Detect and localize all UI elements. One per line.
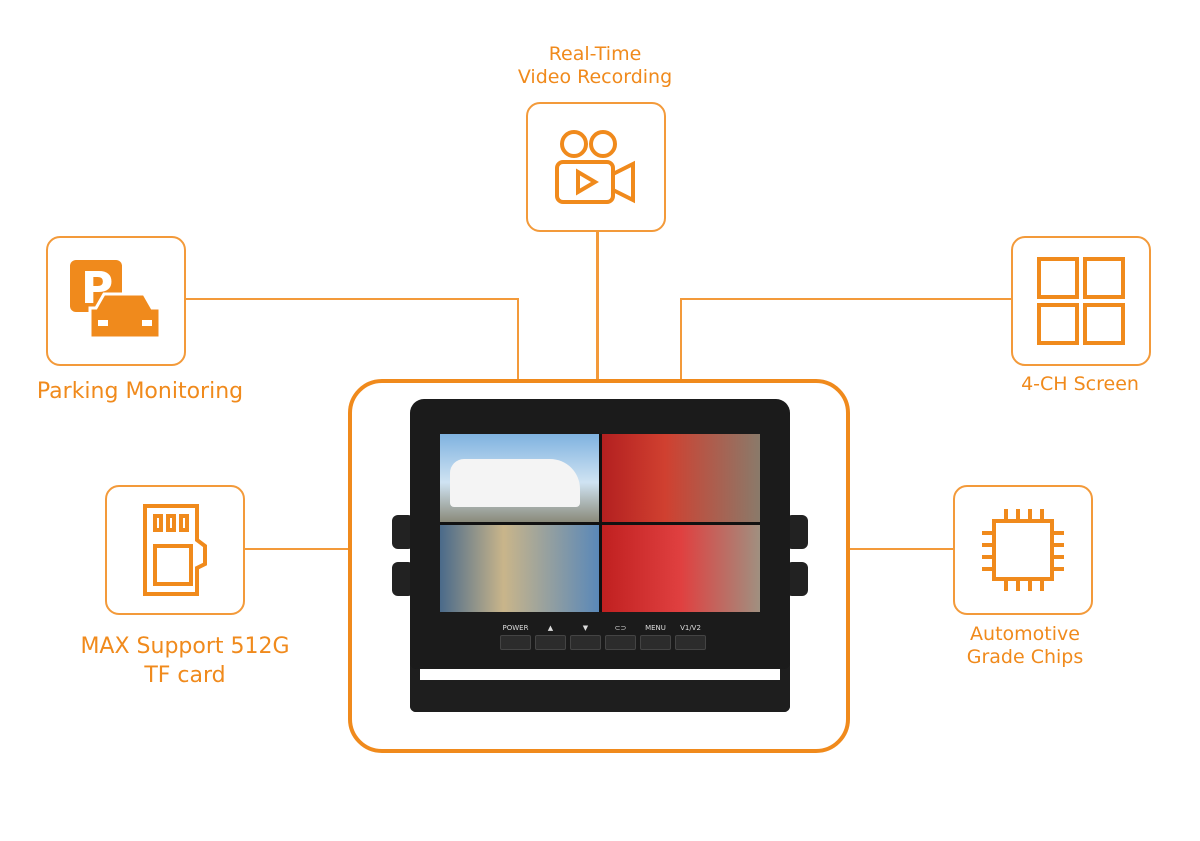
parking-feature: P	[46, 236, 186, 366]
mount-bracket	[410, 650, 790, 712]
four-channel-feature	[1011, 236, 1151, 366]
sd-card-icon	[143, 504, 207, 596]
mount-knob	[786, 562, 808, 596]
down-button[interactable]: ▼	[570, 624, 601, 650]
mount-knob	[392, 562, 414, 596]
four-grid-icon	[1037, 257, 1125, 345]
mode-button[interactable]: ⊂⊃	[605, 624, 636, 650]
mount-knob	[392, 515, 414, 549]
tf-card-feature	[105, 485, 245, 615]
monitor: POWER ▲ ▼ ⊂⊃ MENU V1/V2	[410, 399, 790, 669]
connector-line	[680, 298, 682, 380]
quad-screen	[440, 434, 760, 612]
connector-line	[596, 232, 599, 380]
up-button[interactable]: ▲	[535, 624, 566, 650]
parking-car-icon: P	[70, 260, 162, 340]
chip-icon	[982, 509, 1064, 591]
v1v2-button[interactable]: V1/V2	[675, 624, 706, 650]
connector-line	[244, 548, 348, 550]
connector-line	[680, 298, 1012, 300]
menu-button[interactable]: MENU	[640, 624, 671, 650]
camera-view-2	[601, 434, 760, 522]
camera-view-3	[440, 524, 599, 612]
parking-label: Parking Monitoring	[36, 379, 244, 404]
connector-line	[517, 298, 519, 380]
power-button[interactable]: POWER	[500, 624, 531, 650]
video-camera-icon	[555, 130, 635, 204]
chip-feature	[953, 485, 1093, 615]
mount-knob	[786, 515, 808, 549]
camera-view-4	[601, 524, 760, 612]
monitor-buttons: POWER ▲ ▼ ⊂⊃ MENU V1/V2	[500, 624, 706, 650]
camera-view-1	[440, 434, 599, 522]
video-recording-feature	[526, 102, 666, 232]
monitor-highlight-frame	[348, 379, 850, 753]
connector-line	[185, 298, 519, 300]
four-channel-label: 4-CH Screen	[1021, 373, 1139, 395]
connector-line	[846, 548, 953, 550]
